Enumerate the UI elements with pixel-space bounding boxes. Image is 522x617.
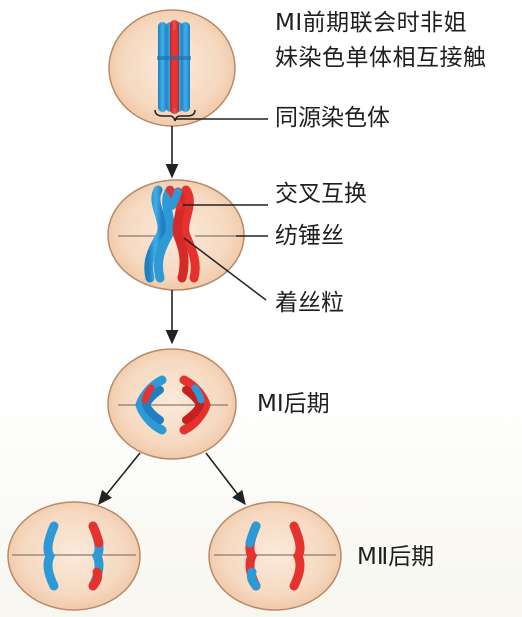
- arrow-down-left-icon: [97, 452, 141, 505]
- label-spindle-fiber: 纺锤丝: [275, 223, 344, 249]
- label-crossing-over: 交叉互换: [275, 181, 367, 207]
- cell-anaphase-ii-left: [7, 501, 141, 611]
- label-homologous-chromosomes: 同源染色体: [275, 105, 390, 131]
- chromosome-blue-left: [135, 375, 167, 435]
- arrow-down-right-icon: [205, 452, 246, 506]
- leader-centromere: [183, 237, 267, 301]
- cell-anaphase-ii-right: [208, 501, 342, 611]
- cell-crossing-over: [107, 179, 268, 301]
- cell-anaphase-i: [107, 348, 237, 460]
- label-mi-prophase-line1: MⅠ前期联会时非姐: [275, 10, 468, 36]
- label-mii-anaphase: MⅡ后期: [357, 544, 435, 570]
- label-centromere: 着丝粒: [275, 290, 344, 316]
- brace-icon: [154, 109, 196, 122]
- label-mi-anaphase: MⅠ后期: [257, 391, 330, 417]
- label-mi-prophase-line2: 妹染色单体相互接触: [275, 45, 487, 71]
- cell-prophase-i: [108, 9, 268, 127]
- chromosome-red-right: [179, 375, 211, 435]
- homologous-pair: [157, 20, 191, 114]
